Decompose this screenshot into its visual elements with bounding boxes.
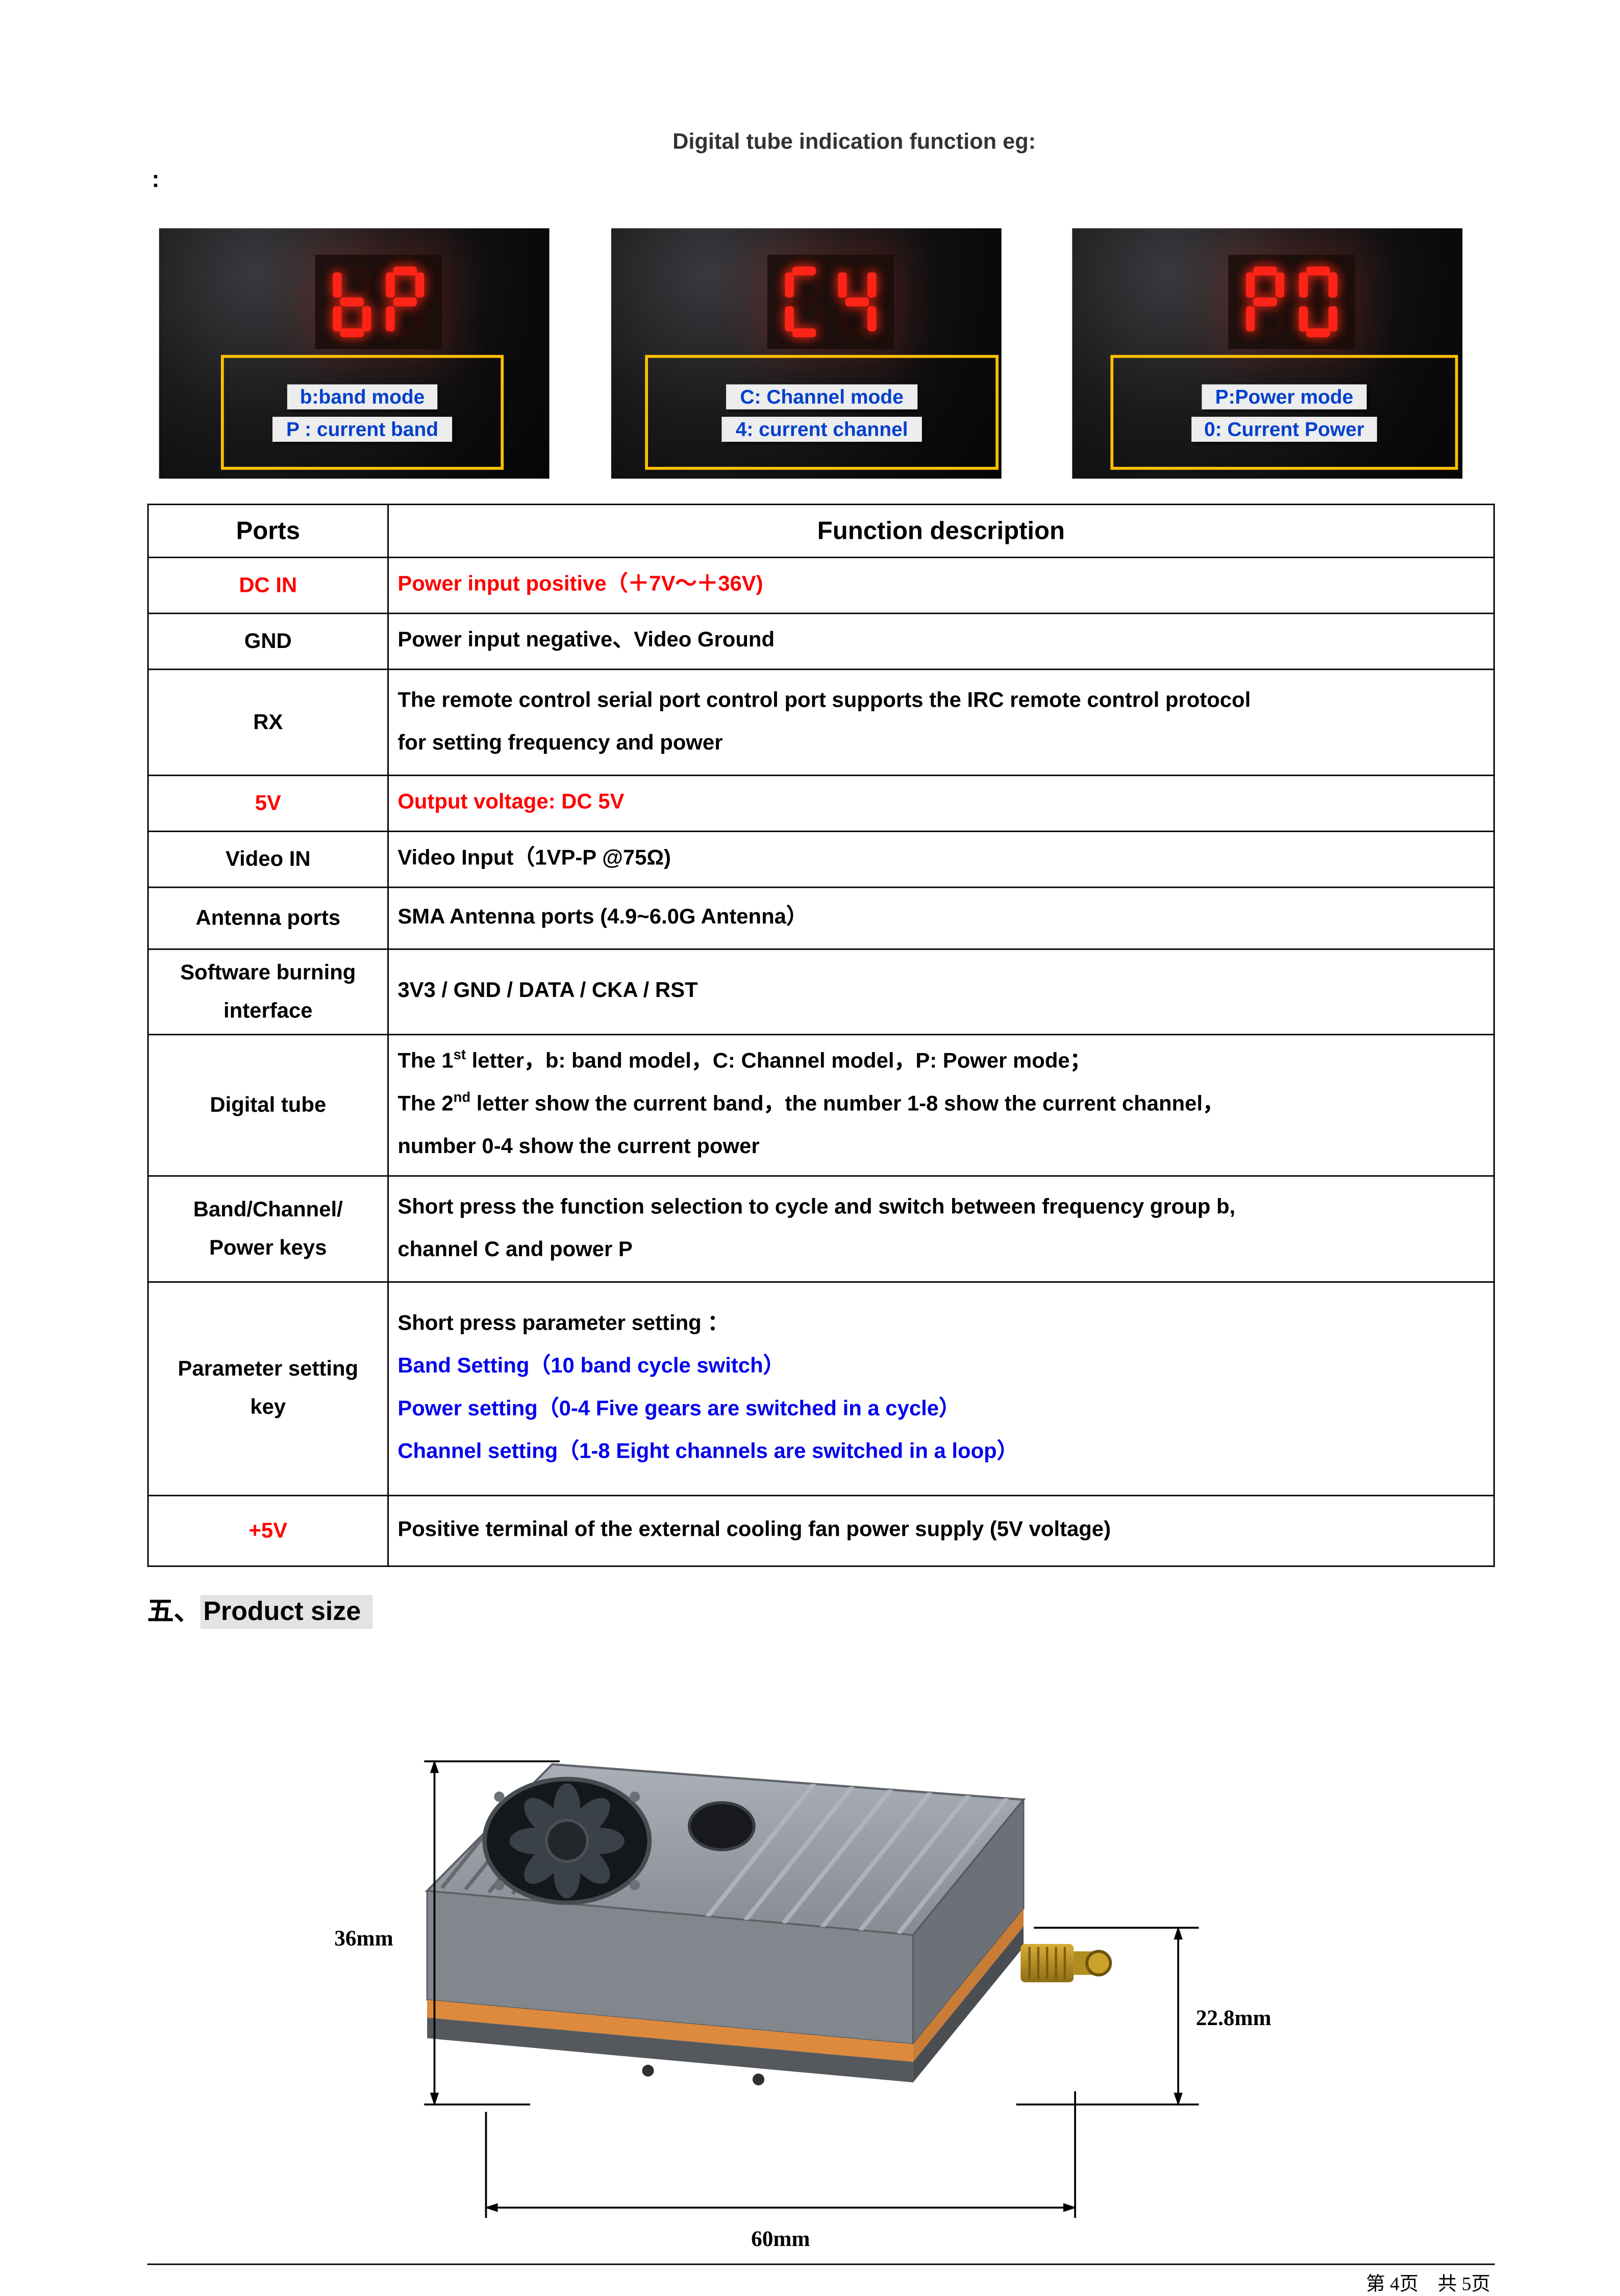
- page-number: 第 4页 共 5页: [1366, 2272, 1491, 2295]
- annotation-label: b:band mode: [286, 383, 438, 409]
- device-image: [425, 1763, 1112, 2086]
- table-row: Antenna ports SMA Antenna ports (4.9~6.0…: [147, 886, 1495, 950]
- photo-power-mode: P:Power mode 0: Current Power: [1072, 228, 1463, 479]
- cooling-fan: [482, 1777, 652, 1905]
- table-row: GND Power input negative、Video Ground: [147, 612, 1495, 670]
- desc-cell: Short press parameter setting ：Band Sett…: [387, 1281, 1495, 1496]
- port-cell: 5V: [147, 775, 389, 832]
- annotation-label: P:Power mode: [1202, 383, 1367, 409]
- seven-segment-display: [1228, 255, 1355, 350]
- seven-segment-digit: [838, 266, 877, 337]
- desc-cell: Short press the function selection to cy…: [387, 1175, 1495, 1283]
- annotation-box: C: Channel mode 4: current channel: [645, 355, 999, 470]
- desc-cell: SMA Antenna ports (4.9~6.0G Antenna）: [387, 886, 1495, 950]
- desc-cell: Power input negative、Video Ground: [387, 612, 1495, 670]
- desc-cell: Positive terminal of the external coolin…: [387, 1494, 1495, 1567]
- section-title-text: Product size: [200, 1594, 373, 1629]
- page-title: Digital tube indication function eg:: [672, 130, 1036, 155]
- desc-cell: Output voltage: DC 5V: [387, 775, 1495, 832]
- dimension-connector-label: 22.8mm: [1196, 2006, 1272, 2030]
- desc-cell: Power input positive（＋7V～＋36V): [387, 557, 1495, 614]
- photo-band-mode: b:band mode P : current band: [159, 228, 550, 479]
- photo-channel-mode: C: Channel mode 4: current channel: [611, 228, 1002, 479]
- table-row: Digital tube The 1st letter，b: band mode…: [147, 1034, 1495, 1177]
- table-row: Video IN Video Input（1VP-P @75Ω): [147, 830, 1495, 888]
- port-cell: GND: [147, 612, 389, 670]
- table-row: 5V Output voltage: DC 5V: [147, 775, 1495, 832]
- annotation-label: 4: current channel: [722, 416, 921, 441]
- stray-colon: :: [152, 168, 160, 193]
- col-header-function: Function description: [387, 504, 1495, 558]
- port-cell: +5V: [147, 1494, 389, 1567]
- desc-cell: The remote control serial port control p…: [387, 668, 1495, 777]
- seven-segment-display: [767, 255, 894, 350]
- product-size-figure: 36mm 22.8mm 60mm: [334, 1760, 1272, 2251]
- ports-table: Ports Function description DC IN Power i…: [147, 504, 1495, 1567]
- annotation-label: C: Channel mode: [727, 383, 917, 409]
- seven-segment-digit: [333, 266, 371, 337]
- table-row: Band/Channel/Power keys Short press the …: [147, 1175, 1495, 1283]
- seven-segment-display: [315, 255, 442, 350]
- port-cell: RX: [147, 668, 389, 777]
- col-header-ports: Ports: [147, 504, 389, 558]
- dimension-height-label: 36mm: [334, 1926, 393, 1951]
- dimension-lines: [424, 1760, 1199, 2218]
- sma-connector: [1020, 1944, 1112, 1983]
- port-cell: Band/Channel/Power keys: [147, 1175, 389, 1283]
- annotation-label: P : current band: [273, 416, 452, 441]
- table-row: +5V Positive terminal of the external co…: [147, 1494, 1495, 1567]
- annotation-box: P:Power mode 0: Current Power: [1110, 355, 1458, 470]
- annotation-label: 0: Current Power: [1190, 416, 1378, 441]
- table-row: RX The remote control serial port contro…: [147, 668, 1495, 777]
- seven-segment-digit: [1245, 266, 1284, 337]
- section-number: 五、: [147, 1596, 201, 1626]
- table-row: DC IN Power input positive（＋7V～＋36V): [147, 557, 1495, 614]
- table-header-row: Ports Function description: [147, 504, 1495, 558]
- seven-segment-digit: [785, 266, 824, 337]
- port-cell: Digital tube: [147, 1034, 389, 1177]
- footer-divider: [147, 2263, 1495, 2265]
- seven-segment-digit: [386, 266, 425, 337]
- seven-segment-digit: [1299, 266, 1337, 337]
- port-cell: Video IN: [147, 830, 389, 888]
- section-title: 五、Product size: [147, 1590, 373, 1629]
- desc-cell: Video Input（1VP-P @75Ω): [387, 830, 1495, 888]
- orange-accent-stripe: [427, 2000, 913, 2062]
- annotation-box: b:band mode P : current band: [220, 355, 504, 470]
- port-cell: Antenna ports: [147, 886, 389, 950]
- desc-cell: 3V3 / GND / DATA / CKA / RST: [387, 948, 1495, 1036]
- dimension-width-label: 60mm: [751, 2227, 810, 2251]
- port-cell: DC IN: [147, 557, 389, 614]
- desc-cell: The 1st letter，b: band model，C: Channel …: [387, 1034, 1495, 1177]
